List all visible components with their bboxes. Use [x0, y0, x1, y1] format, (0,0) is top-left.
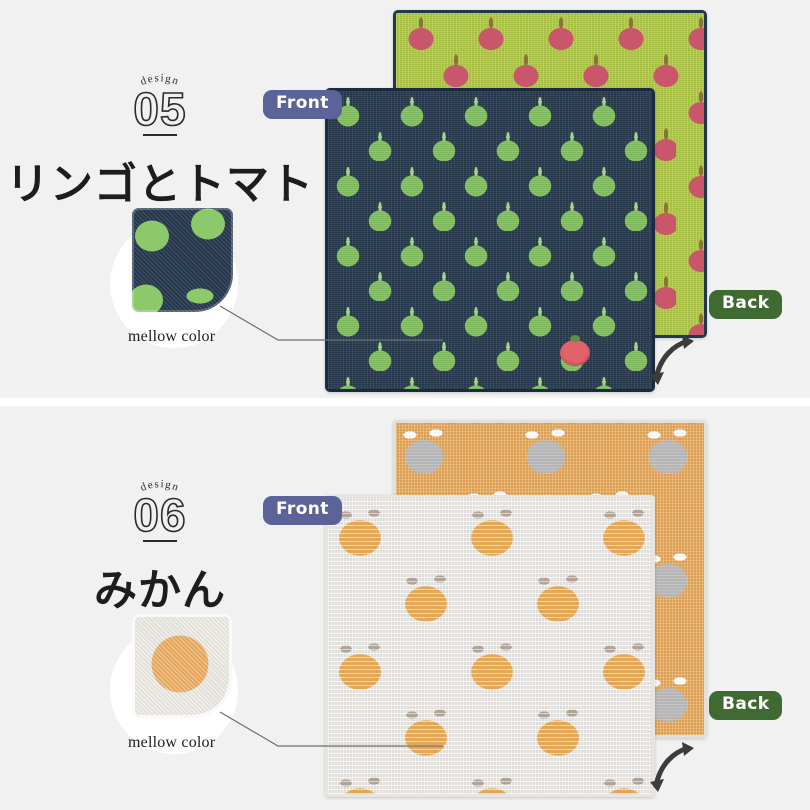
design-title-06: みかん — [94, 566, 226, 616]
flip-arrow-icon-05 — [650, 335, 694, 385]
towel-front-06-fabric — [328, 498, 652, 794]
tomato-accent-motif — [560, 340, 590, 366]
badge-back-06: Back — [709, 691, 783, 720]
callout-leader-05 — [219, 305, 443, 341]
design-word-05: design — [100, 72, 220, 98]
towel-front-05-weave — [328, 91, 652, 389]
design-number-06: 06 — [133, 489, 187, 541]
badge-front-05: Front — [263, 90, 342, 119]
svg-text:design: design — [139, 72, 182, 88]
towel-front-05 — [325, 88, 655, 392]
design-mark-05: design 05 — [100, 72, 220, 136]
towel-front-05-fabric — [328, 91, 652, 389]
towel-front-06 — [325, 495, 655, 797]
swatch-05 — [132, 208, 233, 312]
design-mark-06: design 06 — [100, 478, 220, 542]
tomato-accent-stem — [570, 335, 580, 342]
svg-text:design: design — [139, 478, 182, 494]
towel-front-06-weave — [328, 498, 652, 794]
callout-leader-06 — [219, 711, 443, 747]
design-number-05: 05 — [133, 83, 187, 135]
design-panel-06: Front Back design 06 — [0, 406, 810, 810]
design-rule-06 — [143, 540, 177, 542]
design-block-06: design 06 みかん — [0, 478, 320, 618]
callout-label-05: mellow color — [128, 328, 216, 345]
callout-label-06: mellow color — [128, 734, 216, 751]
swatch-06 — [132, 614, 232, 718]
design-panel-05: Front Back design 05 — [0, 0, 810, 398]
flip-arrow-icon-06 — [650, 742, 694, 792]
design-block-05: design 05 リンゴとトマト — [0, 72, 320, 212]
design-word-06: design — [100, 478, 220, 504]
badge-back-05: Back — [709, 290, 783, 319]
design-rule-05 — [143, 134, 177, 136]
badge-front-06: Front — [263, 496, 342, 525]
design-title-05: リンゴとトマト — [6, 160, 314, 210]
